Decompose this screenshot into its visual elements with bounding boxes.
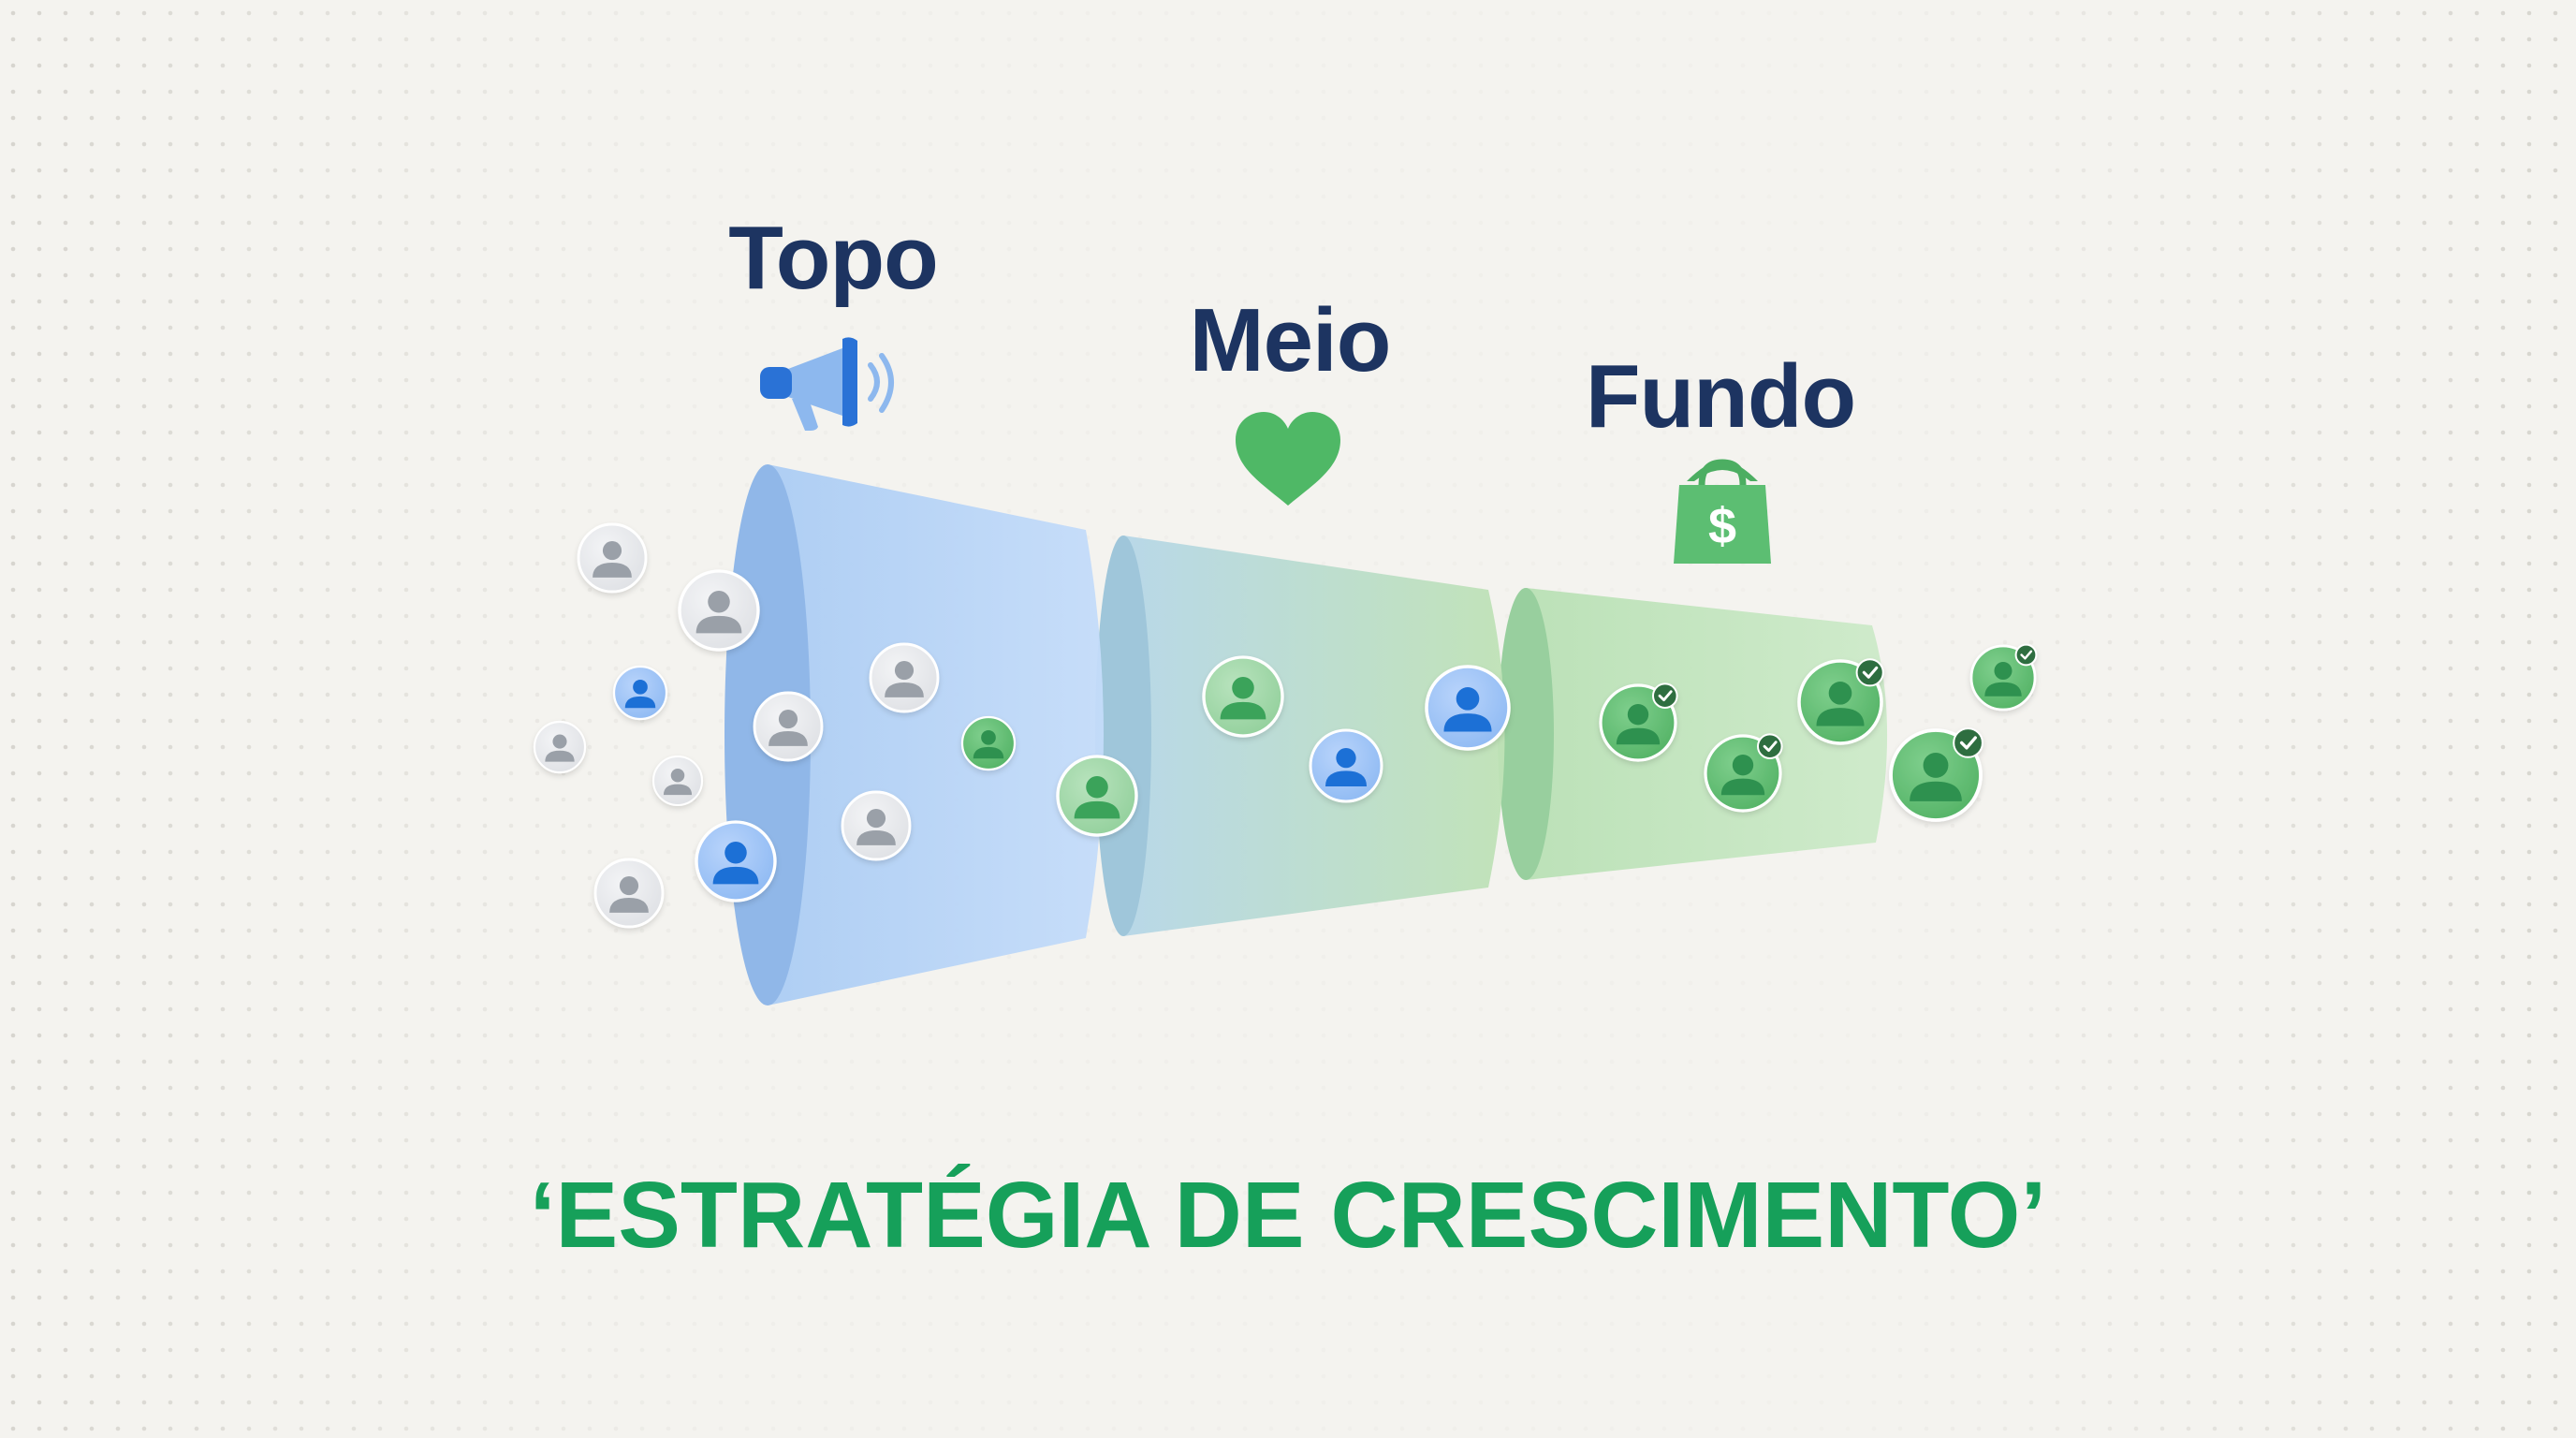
person-green-icon — [1202, 655, 1284, 738]
person-gray-icon — [841, 790, 912, 861]
stage-label-fundo: Fundo — [1585, 346, 1856, 447]
megaphone-icon — [760, 337, 894, 431]
person-converted-icon — [1704, 733, 1783, 813]
checkmark-badge-icon — [1652, 682, 1678, 710]
person-gray-icon — [593, 858, 665, 929]
stage-label-topo: Topo — [728, 208, 938, 308]
person-gray-icon — [577, 522, 648, 594]
checkmark-badge-icon — [1757, 733, 1783, 760]
person-converted-icon — [1969, 643, 2038, 712]
checkmark-badge-icon — [1855, 658, 1884, 687]
checkmark-badge-icon — [1953, 727, 1983, 758]
person-converted-icon — [1797, 658, 1884, 745]
funnel-segment-meio — [1095, 536, 1505, 936]
person-blue-icon — [1425, 665, 1511, 751]
caption-title: ‘ESTRATÉGIA DE CRESCIMENTO’ — [529, 1163, 2047, 1268]
stage-label-meio: Meio — [1189, 290, 1392, 390]
shopping-bag-dollar-icon: $ — [1674, 459, 1771, 564]
person-converted-icon — [1889, 727, 1983, 822]
person-converted-icon — [1599, 682, 1678, 762]
person-gray-icon — [678, 569, 760, 652]
person-converted-icon — [960, 715, 1017, 771]
checkmark-badge-icon — [2014, 643, 2038, 667]
person-gray-icon — [533, 720, 587, 774]
person-gray-icon — [651, 755, 704, 807]
person-blue-icon — [1309, 728, 1383, 803]
funnel-segment-fundo — [1498, 588, 1888, 880]
person-green-icon — [1056, 755, 1138, 837]
heart-icon — [1236, 412, 1340, 506]
person-gray-icon — [869, 642, 940, 713]
person-blue-icon — [612, 665, 668, 721]
person-blue-icon — [695, 820, 777, 902]
person-gray-icon — [753, 691, 824, 762]
svg-text:$: $ — [1708, 498, 1736, 554]
